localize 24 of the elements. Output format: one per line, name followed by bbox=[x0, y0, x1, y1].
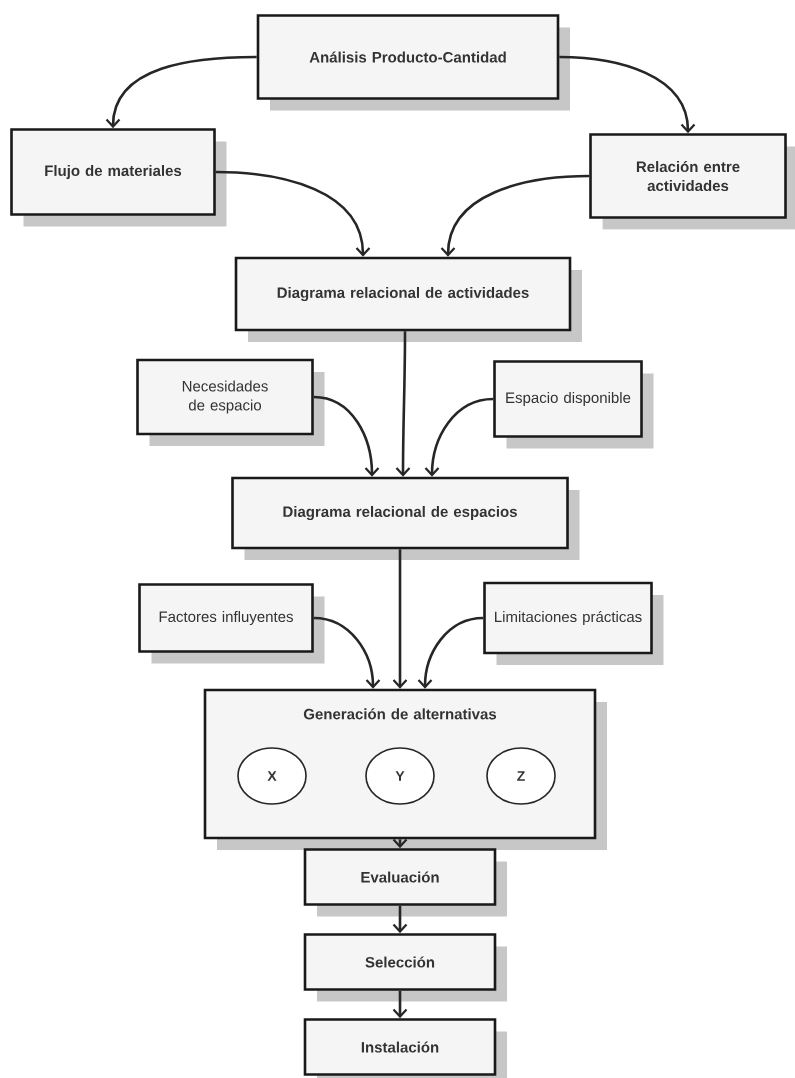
input-box: Limitaciones prácticas bbox=[483, 581, 664, 665]
arrow bbox=[392, 549, 408, 689]
input-box: Espacio disponible bbox=[493, 360, 654, 449]
process-box: Relación entre actividades bbox=[589, 133, 795, 230]
arrow bbox=[395, 331, 411, 477]
process-box: Diagrama relacional de espacios bbox=[231, 476, 580, 560]
arrow bbox=[105, 55, 257, 129]
process-box: Instalación bbox=[303, 1018, 507, 1078]
arrow bbox=[215, 170, 371, 257]
input-box: Necesidades de espacio bbox=[136, 358, 325, 446]
process-box: Análisis Producto-Cantidad bbox=[256, 14, 570, 111]
process-box: Evaluación bbox=[303, 848, 507, 917]
arrow bbox=[313, 616, 381, 689]
arrow bbox=[417, 616, 484, 689]
process-box: Selección bbox=[303, 933, 507, 1002]
arrow bbox=[392, 905, 408, 934]
arrow bbox=[559, 55, 696, 134]
arrow bbox=[313, 395, 380, 477]
arrow bbox=[392, 990, 408, 1019]
arrow bbox=[424, 397, 494, 477]
process-box: Diagrama relacional de actividades bbox=[234, 256, 582, 342]
process-box: Flujo de materiales bbox=[10, 128, 227, 227]
arrow bbox=[440, 174, 590, 257]
input-box: Factores influyentes bbox=[138, 583, 325, 664]
